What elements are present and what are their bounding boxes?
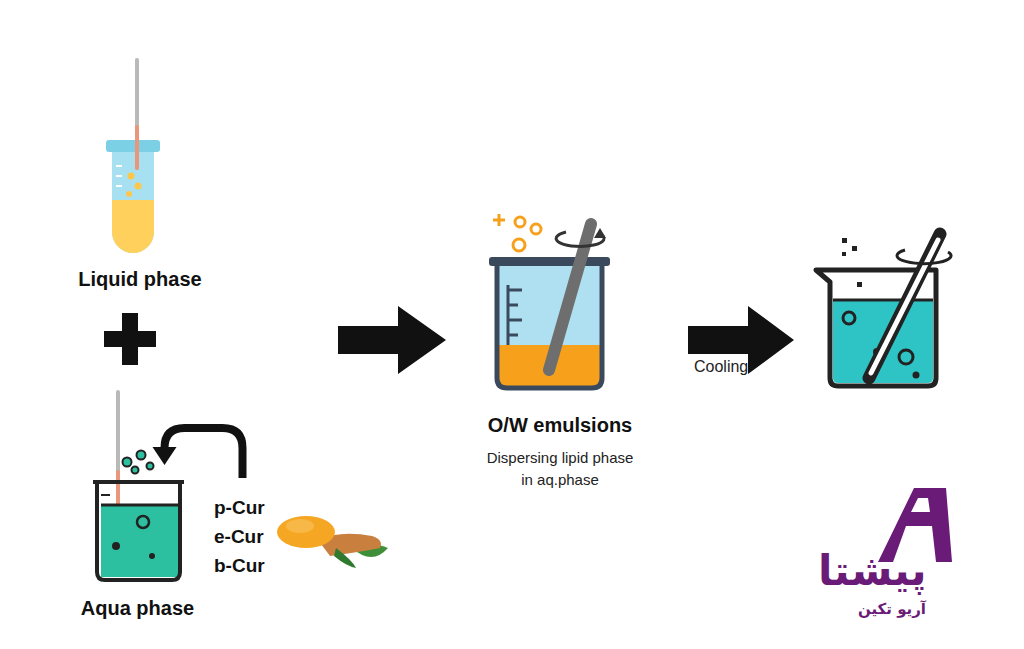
bubble	[899, 350, 913, 364]
beaker-outline	[93, 482, 184, 580]
bubble	[126, 191, 132, 197]
tick-mark	[116, 165, 122, 167]
liquid-surface	[833, 299, 933, 302]
node-text: Dispersing lipid phase in aq.phase	[481, 447, 639, 491]
liquid-surface	[101, 504, 178, 507]
bubble	[843, 312, 855, 324]
sparkle	[852, 246, 857, 251]
process-arrow	[338, 306, 446, 374]
plus-sign	[104, 313, 156, 365]
tick-mark	[508, 304, 518, 307]
node-title: p-Cur	[214, 493, 265, 522]
tick-mark	[508, 334, 518, 337]
node-title: O/W emulsions	[488, 413, 632, 437]
sparkle	[857, 282, 862, 287]
node-text: b-Cur	[214, 551, 265, 580]
node-text: e-Cur	[214, 522, 264, 551]
particle	[147, 463, 154, 470]
phase-node: Aqua phase	[70, 465, 205, 622]
rotation-mark	[897, 250, 951, 264]
bubble	[112, 542, 120, 550]
tick-mark	[116, 175, 122, 177]
water-liquid	[101, 505, 178, 577]
particle	[123, 458, 132, 467]
rotation-head	[594, 228, 606, 238]
bubble	[149, 553, 155, 559]
thermometer	[135, 58, 139, 170]
arrow-head	[153, 447, 177, 465]
process-node: O/W emulsionsDispersing lipid phase in a…	[435, 200, 685, 495]
particle	[137, 451, 146, 460]
leaf	[334, 548, 356, 568]
node-title: Aqua phase	[81, 596, 194, 620]
tube-body	[112, 152, 154, 253]
bubble	[913, 372, 920, 379]
thermometer	[116, 390, 120, 510]
test-tube	[106, 58, 160, 253]
emulsion-beaker	[489, 214, 610, 388]
turmeric-powder	[286, 519, 314, 533]
phase-node: Liquid phase	[65, 55, 215, 295]
droplet	[513, 239, 525, 251]
bubble	[137, 516, 149, 528]
tube-rim	[106, 140, 160, 152]
bubble	[128, 173, 135, 180]
cooled-beaker	[816, 234, 951, 386]
node-title: Liquid phase	[78, 267, 201, 291]
watermark: آریو تکین	[858, 600, 926, 618]
bubble	[135, 183, 142, 190]
droplet	[531, 224, 541, 234]
sparkle	[493, 214, 505, 226]
tick-mark	[116, 185, 122, 187]
aqua-beaker	[93, 390, 184, 580]
curved-arrow	[165, 428, 243, 478]
watermark: پیشتا	[818, 546, 927, 595]
tick-mark	[508, 319, 522, 322]
tick-mark	[508, 289, 522, 292]
particle	[132, 467, 139, 474]
thermometer-mercury	[135, 125, 139, 170]
turmeric-powder	[277, 516, 335, 548]
stirring-rod	[869, 234, 940, 378]
sparkle	[842, 238, 847, 243]
lipid-liquid	[112, 200, 154, 253]
sparkle	[842, 252, 846, 256]
beaker-rim	[489, 257, 610, 266]
ingredient-node: p-Cure-Curb-Cur	[205, 478, 280, 582]
turmeric-picture	[277, 516, 388, 568]
plus-bar	[122, 313, 138, 365]
edge-label: Cooling	[694, 358, 748, 376]
droplet	[515, 217, 525, 227]
tick-mark	[101, 494, 110, 496]
